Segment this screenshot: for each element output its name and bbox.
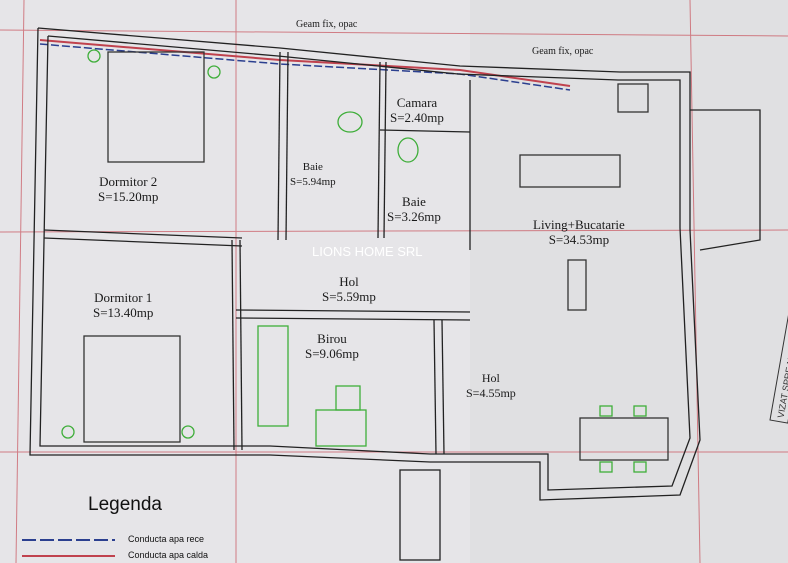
room-area: S=9.06mp <box>305 346 359 361</box>
cold-water-pipe <box>39 43 571 91</box>
room-area: S=2.40mp <box>390 110 444 125</box>
room-area: S=5.94mp <box>290 176 336 188</box>
bed-icon <box>83 335 181 443</box>
room-area: S=13.40mp <box>93 305 154 320</box>
room-name: Hol <box>481 371 500 385</box>
sofa-icon <box>257 325 289 427</box>
bed-icon <box>107 51 205 163</box>
room-name: Camara <box>396 95 438 110</box>
room-name: Baie <box>302 161 323 173</box>
window-note: Geam fix, opac <box>532 46 594 57</box>
stove-icon <box>617 83 649 113</box>
room-name: Dormitor 1 <box>94 290 153 305</box>
room-name: Dormitor 2 <box>99 174 158 189</box>
legend-title: Legenda <box>88 494 162 515</box>
room-name: Hol <box>339 274 359 289</box>
watermark: LIONS HOME SRL <box>312 244 423 259</box>
room-area: S=15.20mp <box>98 189 159 204</box>
legend-item-hot: Conducta apa calda <box>128 550 209 560</box>
room-area: S=3.26mp <box>387 209 441 224</box>
furniture <box>61 49 669 473</box>
room-name: Birou <box>317 331 347 346</box>
kitchen-island-icon <box>519 154 621 188</box>
dining-table-icon <box>579 417 669 461</box>
walls <box>29 27 761 561</box>
room-area: S=4.55mp <box>466 386 516 400</box>
room-name: Living+Bucatarie <box>533 217 625 232</box>
room-name: Baie <box>402 194 426 209</box>
room-area: S=5.59mp <box>322 289 376 304</box>
legend-item-cold: Conducta apa rece <box>128 534 205 544</box>
window-note: Geam fix, opac <box>296 19 358 30</box>
room-area: S=34.53mp <box>548 232 610 247</box>
